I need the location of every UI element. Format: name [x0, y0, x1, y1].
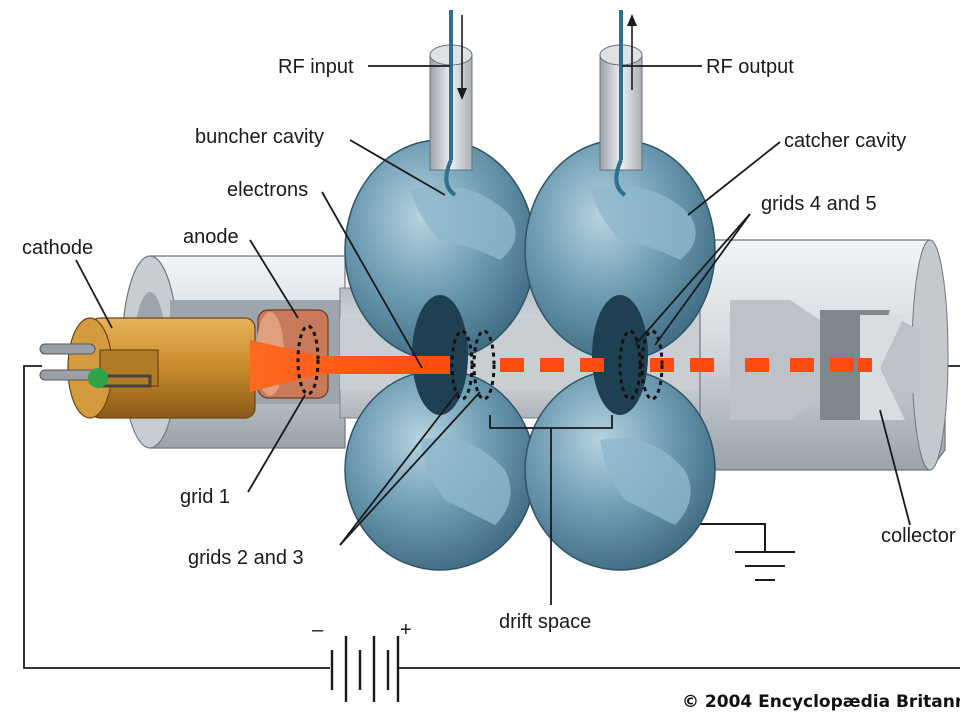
battery-icon — [330, 636, 400, 702]
grid-5 — [640, 329, 664, 401]
grid-4 — [618, 329, 642, 401]
label-buncher-cavity: buncher cavity — [195, 126, 324, 148]
copyright-notice: © 2004 Encyclopædia Britannica — [682, 692, 960, 712]
collector-housing — [699, 239, 949, 471]
label-rf-input: RF input — [278, 56, 354, 78]
ground-icon — [700, 523, 795, 581]
battery-plus-sign: + — [400, 619, 412, 641]
electron-beam — [250, 340, 872, 392]
label-collector: collector — [881, 525, 956, 547]
label-grids-2-3: grids 2 and 3 — [188, 547, 304, 569]
label-grids-4-5: grids 4 and 5 — [761, 193, 877, 215]
catcher-cavity — [524, 139, 716, 571]
label-electrons: electrons — [227, 179, 308, 201]
leader-lines — [75, 65, 911, 605]
label-anode: anode — [183, 226, 239, 248]
grids — [296, 324, 664, 401]
cathode-assembly — [39, 317, 256, 419]
grid-3 — [472, 329, 496, 401]
label-cathode: cathode — [22, 237, 93, 259]
battery-minus-sign: – — [312, 619, 324, 641]
rf-input-pipe — [429, 10, 473, 197]
label-grid-1: grid 1 — [180, 486, 230, 508]
rf-output-pipe — [599, 10, 643, 197]
grid-1 — [296, 324, 320, 396]
grid-2 — [450, 329, 474, 401]
label-drift-space: drift space — [499, 611, 591, 633]
label-catcher-cavity: catcher cavity — [784, 130, 906, 152]
label-rf-output: RF output — [706, 56, 794, 78]
